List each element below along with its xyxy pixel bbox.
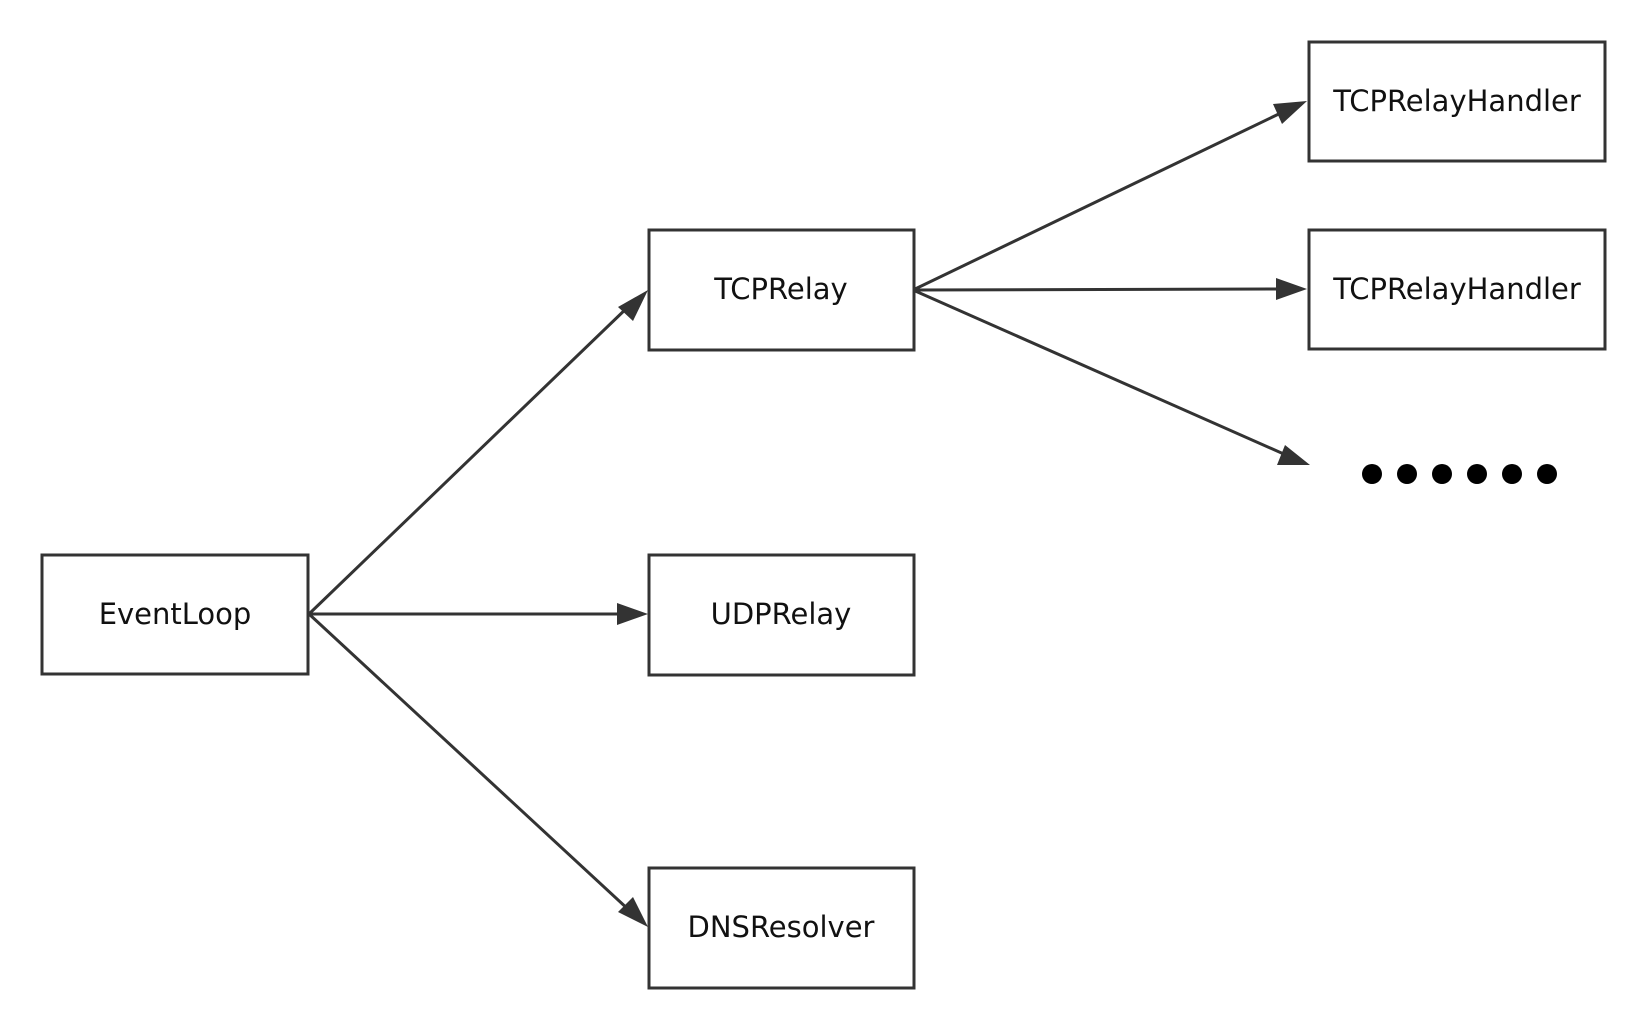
ellipsis-dot <box>1362 464 1382 484</box>
node-eventloop: EventLoop <box>40 553 310 676</box>
arrowhead-eventloop-tcprelay <box>618 290 648 321</box>
node-label-tcprelayhandler-2: TCPRelayHandler <box>1332 272 1581 306</box>
edge-tcprelay-handler-1 <box>912 109 1286 292</box>
ellipsis <box>1362 464 1557 484</box>
node-label-eventloop: EventLoop <box>99 597 252 631</box>
node-label-dnsresolver: DNSResolver <box>688 910 875 944</box>
edge-eventloop-tcprelay <box>307 303 632 616</box>
node-label-tcprelayhandler-1: TCPRelayHandler <box>1332 84 1581 118</box>
ellipsis-dot <box>1397 464 1417 484</box>
arrowhead-tcprelay-handler-2 <box>1276 278 1307 300</box>
edge-eventloop-dnsresolver <box>307 612 632 913</box>
edges <box>307 101 1310 927</box>
edge-tcprelay-ellipsis <box>912 288 1287 457</box>
ellipsis-dot <box>1502 464 1522 484</box>
ellipsis-dot <box>1467 464 1487 484</box>
arrowhead-eventloop-udprelay <box>617 603 648 625</box>
ellipsis-dot <box>1432 464 1452 484</box>
node-tcprelay: TCPRelay <box>647 228 916 352</box>
arrowhead-eventloop-dnsresolver <box>618 897 648 927</box>
arrowhead-tcprelay-handler-1 <box>1273 101 1307 124</box>
ellipsis-dot <box>1537 464 1557 484</box>
node-tcprelayhandler-2: TCPRelayHandler <box>1307 228 1607 351</box>
node-tcprelayhandler-1: TCPRelayHandler <box>1307 40 1607 163</box>
node-label-udprelay: UDPRelay <box>711 597 852 631</box>
arrowhead-tcprelay-ellipsis <box>1277 445 1310 465</box>
edge-tcprelay-handler-2 <box>912 287 1286 292</box>
node-dnsresolver: DNSResolver <box>647 866 916 990</box>
node-label-tcprelay: TCPRelay <box>713 272 847 306</box>
node-udprelay: UDPRelay <box>647 553 916 677</box>
